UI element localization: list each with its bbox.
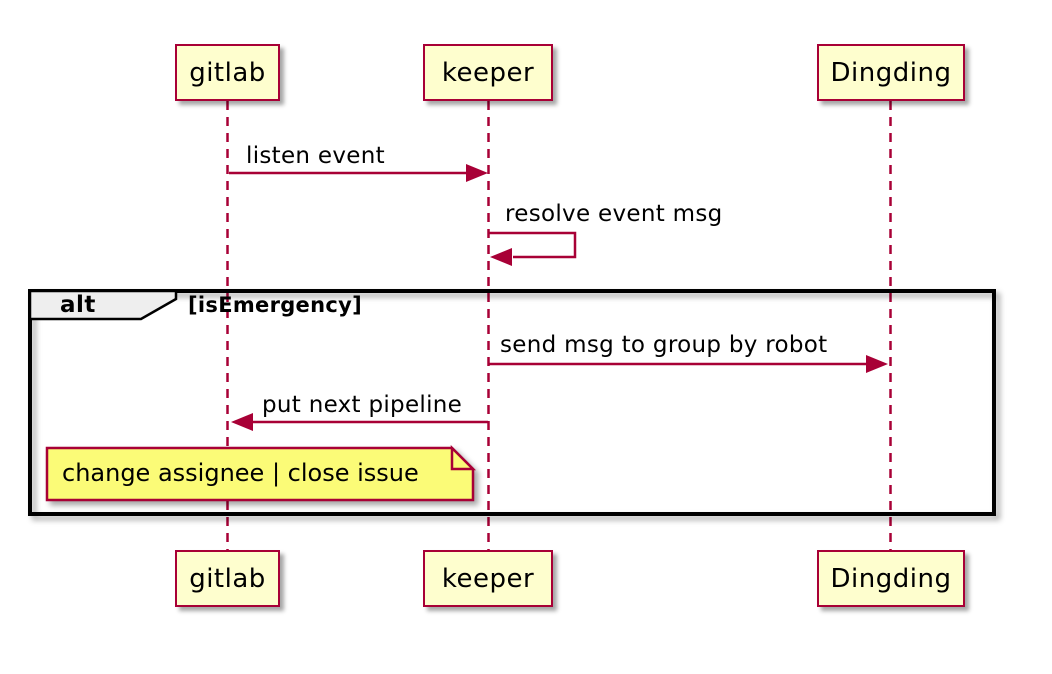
alt-operator-label: alt bbox=[60, 292, 96, 318]
note-fold-corner-icon bbox=[450, 444, 477, 471]
alt-fragment-frame bbox=[28, 289, 996, 516]
arrowhead-right-icon bbox=[866, 355, 888, 373]
participant-keeper-bottom: keeper bbox=[423, 550, 553, 607]
alt-guard-label: [isEmergency] bbox=[188, 293, 362, 317]
note-text: change assignee | close issue bbox=[62, 459, 419, 487]
arrow-resolve-event-msg bbox=[489, 231, 577, 266]
arrow-put-next-pipeline bbox=[231, 413, 488, 431]
message-label-send-msg-to-group: send msg to group by robot bbox=[500, 332, 828, 358]
note-shape bbox=[45, 444, 477, 502]
alt-fragment-label-pentagon bbox=[28, 289, 178, 321]
arrow-listen-event bbox=[229, 164, 488, 182]
arrowhead-left-icon bbox=[231, 413, 253, 431]
participant-dingding-bottom: Dingding bbox=[817, 550, 965, 607]
message-label-put-next-pipeline: put next pipeline bbox=[262, 392, 463, 418]
message-label-resolve-event-msg: resolve event msg bbox=[505, 201, 723, 227]
arrowhead-right-icon bbox=[466, 164, 488, 182]
participant-dingding-top: Dingding bbox=[817, 44, 965, 101]
message-label-listen-event: listen event bbox=[246, 143, 385, 169]
participant-keeper-top: keeper bbox=[423, 44, 553, 101]
arrow-send-msg-to-group bbox=[489, 355, 888, 373]
participant-gitlab-top: gitlab bbox=[175, 44, 280, 101]
participant-gitlab-bottom: gitlab bbox=[175, 550, 280, 607]
arrowhead-left-icon bbox=[490, 248, 512, 266]
